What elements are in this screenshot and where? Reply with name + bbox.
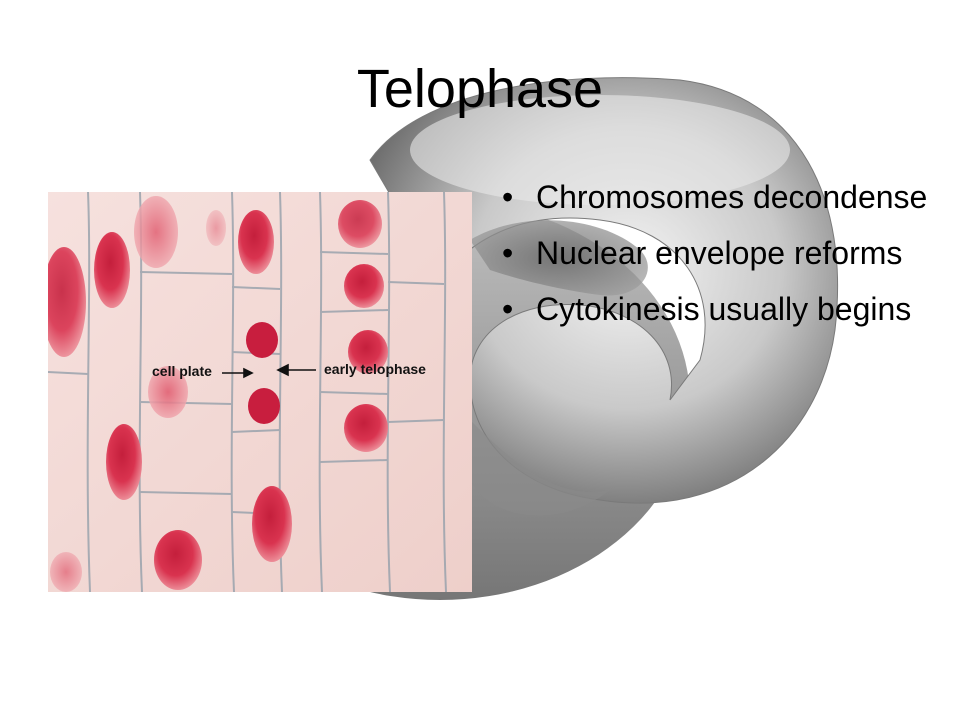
bullet-dot: • bbox=[502, 291, 514, 327]
bullet-dot: • bbox=[502, 179, 514, 215]
micrograph-drawing: cell plate early telophase bbox=[48, 192, 472, 592]
slide-title: Telophase bbox=[356, 59, 604, 119]
micrograph-image: cell plate early telophase bbox=[48, 192, 472, 592]
bullet-text: Chromosomes decondense bbox=[536, 179, 928, 215]
bullet-item: • Nuclear envelope reforms bbox=[496, 232, 936, 274]
bullet-list: • Chromosomes decondense • Nuclear envel… bbox=[496, 176, 936, 344]
bullet-item: • Cytokinesis usually begins bbox=[496, 288, 936, 330]
bullet-dot: • bbox=[502, 235, 514, 271]
label-early-telophase: early telophase bbox=[324, 361, 426, 377]
label-arrows bbox=[222, 363, 316, 379]
label-cell-plate: cell plate bbox=[152, 363, 212, 379]
bullet-text: Cytokinesis usually begins bbox=[536, 291, 912, 327]
bullet-item: • Chromosomes decondense bbox=[496, 176, 936, 218]
bullet-text: Nuclear envelope reforms bbox=[536, 235, 903, 271]
